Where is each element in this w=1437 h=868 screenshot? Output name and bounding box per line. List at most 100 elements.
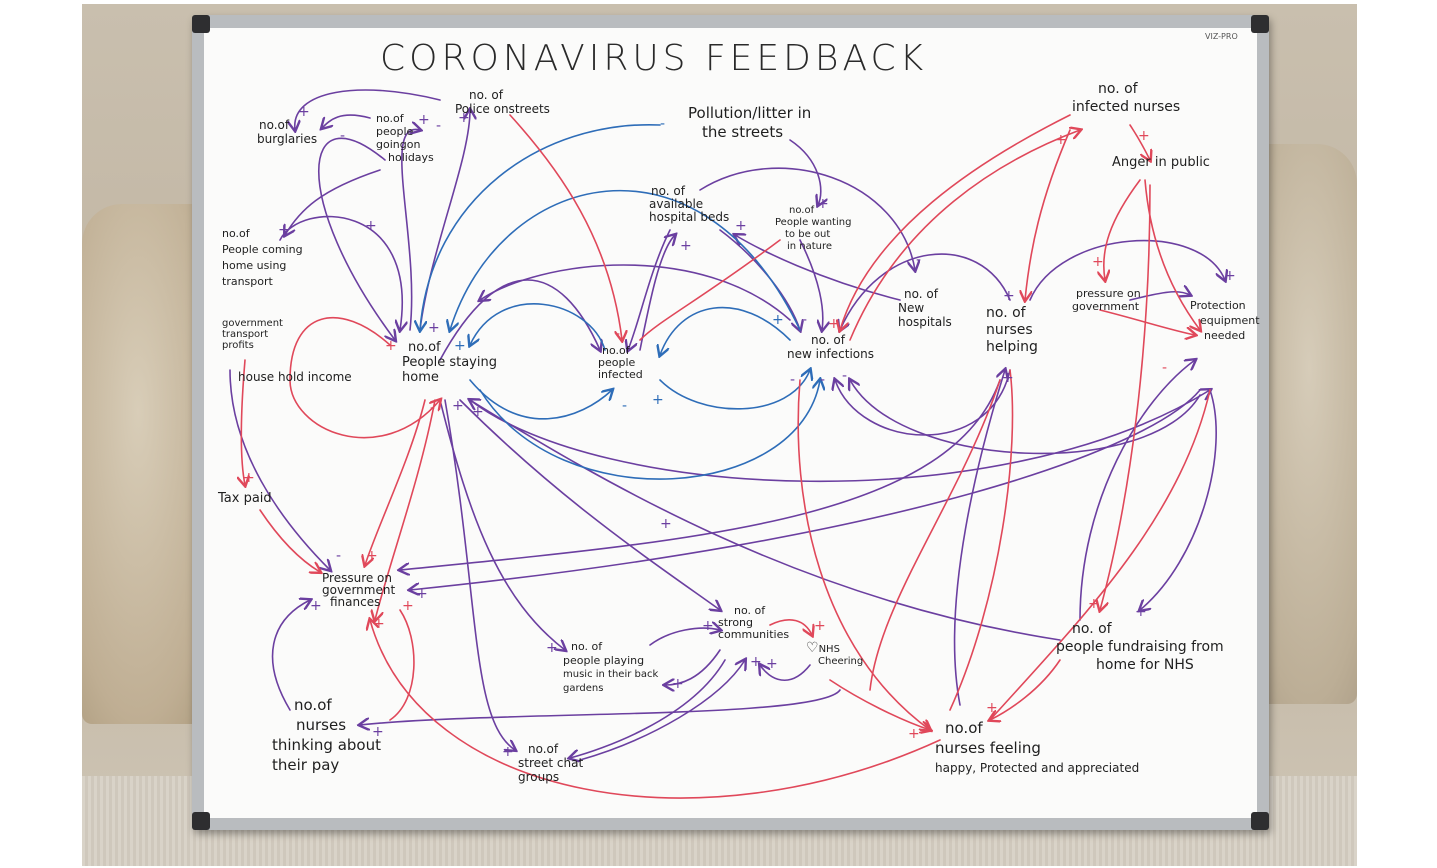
link-fundraising-protection [1079, 360, 1195, 621]
link-staying-infected-blue [469, 379, 612, 420]
node-available-hospital-beds: no. of available hospital beds [649, 184, 730, 224]
link-music-communities [649, 628, 720, 646]
sign-plus: + [416, 586, 428, 602]
node-people-staying-home: no.of People staying home [402, 340, 497, 385]
sign-plus: + [418, 112, 430, 128]
node-protection-equipment-needed: Protection equipment needed [1190, 299, 1260, 342]
node-nurses-feeling-happy: no.of nurses feeling happy, Protected an… [935, 719, 1140, 775]
node-pressure-on-government: pressure on government [1072, 287, 1141, 313]
sign-plus: + [1003, 288, 1015, 304]
heart-icon: ♡ [806, 640, 819, 656]
link-nurses-feeling-nurses-helping [953, 370, 1005, 706]
sign-plus: + [472, 404, 484, 420]
node-nhs-cheering: ♡NHS Cheering [806, 640, 864, 667]
link-anger-protection-red [1144, 179, 1200, 330]
link-staying-communities [459, 399, 720, 610]
sign-plus: + [766, 656, 778, 672]
diagram-title: CORONAVIRUS FEEDBACK [380, 38, 928, 79]
link-fundraising-staying [470, 400, 1061, 641]
sign-plus: + [1135, 604, 1147, 620]
link-cheering-nurses-pay [360, 689, 841, 725]
node-people-infected: no.of people infected [598, 344, 643, 381]
sign-minus: - [615, 326, 621, 342]
link-nurses-feeling-nurses-helping-red [949, 369, 1014, 711]
sign-minus: - [430, 400, 436, 416]
link-finances-pay-red [389, 609, 415, 721]
node-new-infections: no. of new infections [787, 333, 874, 361]
sign-plus: + [908, 726, 920, 742]
link-fundraising-nurses-feeling-red [990, 659, 1061, 720]
sign-minus: - [660, 116, 666, 132]
sign-plus: + [366, 548, 378, 564]
sign-plus: + [310, 598, 322, 614]
link-police-burglaries [295, 89, 441, 130]
sign-minus: - [622, 398, 628, 414]
node-people-playing-music: no. of people playing music in their bac… [563, 640, 659, 694]
link-beds-new-hospitals [699, 167, 915, 270]
sign-minus: - [340, 128, 346, 144]
sign-plus: + [385, 338, 397, 354]
link-protection-finances [410, 389, 1201, 590]
link-nurses-feeling-finances-red [370, 620, 941, 799]
sign-plus: + [1002, 370, 1014, 386]
link-nurses-pay-finances [271, 600, 310, 711]
node-pressure-government-finances: Pressure on government finances [322, 571, 396, 609]
node-burglaries: no.of burglaries [257, 118, 318, 146]
link-communities-cheering-red [769, 619, 812, 635]
sign-plus: + [986, 700, 998, 716]
link-staying-finances-red [365, 399, 426, 565]
link-infected-nurses-new-infections-red [840, 114, 1071, 330]
whiteboard [204, 28, 1257, 818]
link-chat-communities [579, 660, 745, 761]
link-holidays-staying [317, 137, 395, 340]
link-nature-infected-red [639, 239, 781, 341]
link-nurses-helping-new-infections-2 [835, 369, 1011, 436]
sign-plus: + [1055, 132, 1067, 148]
link-staying-new-infections-blue [479, 380, 820, 480]
link-cheering-communities [760, 665, 811, 682]
link-infected-new-infections-blue [659, 370, 810, 410]
sign-minus: - [820, 372, 826, 388]
link-cheering-nurses-feeling-red [829, 679, 930, 730]
sign-plus: + [672, 676, 684, 692]
link-holidays-coming [285, 169, 381, 235]
node-people-going-on-holidays: no.of people goingon holidays [376, 112, 434, 164]
frame-corner-bottom-left [192, 812, 210, 830]
node-people-coming-home-transport: no.of People coming home using transport [222, 227, 303, 288]
sign-plus: + [454, 338, 466, 354]
frame-corner-top-right [1251, 15, 1269, 33]
link-protection-new-infections [850, 380, 1201, 455]
link-transport-tax-red [241, 359, 245, 485]
link-pollution-nature [789, 139, 821, 205]
link-staying-chat [444, 399, 515, 750]
sign-minus: - [802, 312, 808, 328]
node-anger-in-public: Anger in public [1112, 155, 1210, 170]
link-transport-finances [229, 369, 330, 570]
node-pollution-litter: Pollution/litter in the streets [688, 104, 812, 141]
sign-plus: + [278, 222, 290, 238]
sign-plus: + [452, 398, 464, 414]
frame-corner-top-left [192, 15, 210, 33]
sign-plus: + [298, 104, 310, 120]
link-tax-finances-red [259, 509, 320, 572]
link-new-infections-infected-blue [660, 306, 791, 355]
sign-plus: + [652, 392, 664, 408]
node-household-income: house hold income [238, 370, 352, 384]
link-new-hospitals-beds [735, 235, 901, 301]
sign-plus: + [702, 618, 714, 634]
link-pollution-staying-blue [420, 124, 661, 330]
node-nurses-thinking-pay: no.of nurses thinking about their pay [272, 696, 381, 774]
node-people-fundraising: no. of people fundraising from home for … [1056, 621, 1224, 673]
link-communities-music [665, 649, 721, 685]
board-brand-logo: VIZ-PRO [1205, 32, 1238, 41]
node-street-chat-groups: no.of street chat groups [518, 742, 584, 784]
sign-plus: + [546, 640, 558, 656]
sign-plus: + [1224, 268, 1236, 284]
frame-corner-bottom-right [1251, 812, 1269, 830]
link-infected-beds [639, 235, 675, 351]
link-anger-pressure-gov-red [1104, 179, 1141, 280]
node-nurses-helping: no. of nurses helping [986, 305, 1038, 355]
link-nurses-helping-new-infections [840, 253, 1011, 330]
link-nurses-helping-finances [400, 379, 1001, 570]
sign-plus: + [428, 320, 440, 336]
